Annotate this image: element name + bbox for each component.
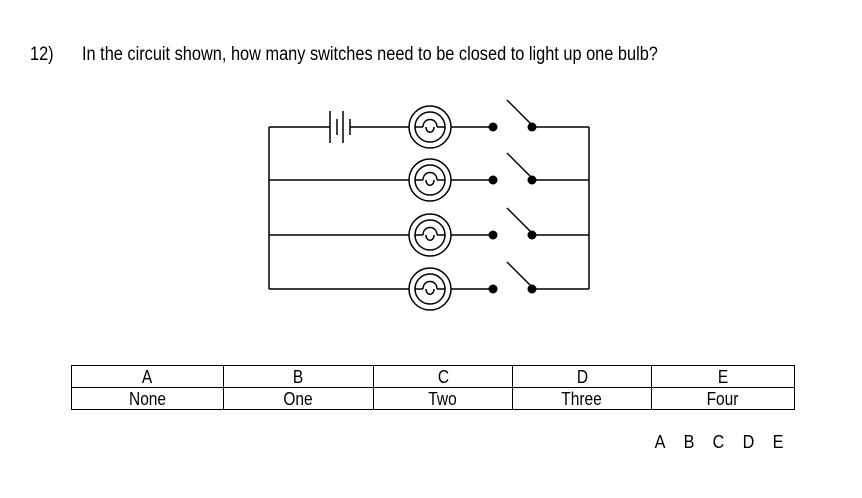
answer-options-row: None One Two Three Four bbox=[71, 387, 795, 410]
option-letter-d: D bbox=[512, 365, 652, 388]
bulb-icon bbox=[408, 267, 452, 311]
switch-contact bbox=[488, 122, 498, 132]
switch-lever bbox=[506, 99, 533, 126]
option-letter-a: A bbox=[71, 365, 224, 388]
switch-contact bbox=[488, 284, 498, 294]
switch-contact bbox=[527, 175, 537, 185]
switch-contact bbox=[527, 284, 537, 294]
battery-icon bbox=[329, 111, 351, 143]
switch-lever bbox=[506, 207, 533, 234]
switch-lever bbox=[506, 261, 533, 288]
switch-contact bbox=[527, 122, 537, 132]
choice-c[interactable]: C bbox=[712, 432, 725, 452]
option-text-e: Four bbox=[651, 387, 795, 410]
question-number: 12) bbox=[30, 44, 54, 65]
choice-e[interactable]: E bbox=[772, 432, 784, 452]
switch-contact bbox=[488, 230, 498, 240]
bulb-icon bbox=[408, 158, 452, 202]
option-text-c: Two bbox=[373, 387, 513, 410]
question-text: In the circuit shown, how many switches … bbox=[82, 44, 658, 65]
option-letter-e: E bbox=[651, 365, 795, 388]
option-text-d: Three bbox=[512, 387, 652, 410]
option-letter-b: B bbox=[223, 365, 374, 388]
switch-lever bbox=[506, 152, 533, 179]
answer-table: A B C D E None One Two Three Four bbox=[71, 365, 795, 410]
option-text-a: None bbox=[71, 387, 224, 410]
choice-b[interactable]: B bbox=[683, 432, 695, 452]
answer-letters-row: A B C D E bbox=[71, 365, 795, 388]
bulb-icon bbox=[408, 213, 452, 257]
choice-a[interactable]: A bbox=[654, 432, 666, 452]
switch-contact bbox=[488, 175, 498, 185]
switch-contact bbox=[527, 230, 537, 240]
bulb-icon bbox=[408, 105, 452, 149]
choice-d[interactable]: D bbox=[742, 432, 755, 452]
answer-choices: A B C D E bbox=[654, 432, 796, 453]
option-text-b: One bbox=[223, 387, 374, 410]
option-letter-c: C bbox=[373, 365, 513, 388]
